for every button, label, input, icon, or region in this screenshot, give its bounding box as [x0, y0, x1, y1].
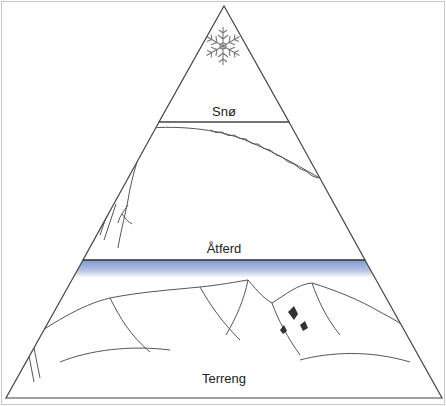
pyramid-band: Åtferd	[83, 122, 365, 260]
band-shape	[6, 260, 442, 398]
band-label: Snø	[212, 104, 236, 120]
rock-patches	[280, 306, 308, 334]
snowflake-icon	[204, 27, 242, 65]
band-label: Terreng	[202, 371, 246, 387]
band-outline	[83, 122, 365, 260]
mountain-sketch	[20, 280, 440, 382]
pyramid-band: Snø	[159, 6, 289, 122]
band-shape	[83, 122, 365, 260]
pyramid-band: Terreng	[6, 260, 442, 398]
band-label: Åtferd	[207, 241, 242, 257]
sky-band	[0, 260, 446, 278]
band-shape	[159, 6, 289, 122]
